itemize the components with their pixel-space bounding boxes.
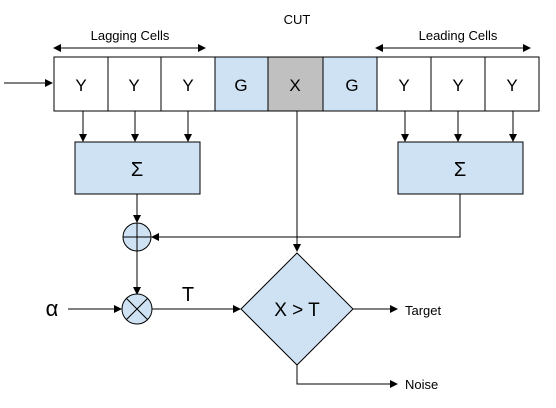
right-sum-to-adder-arrow (151, 194, 461, 241)
cell-label: G (345, 76, 358, 95)
leading-cells-label: Leading Cells (419, 28, 498, 43)
guard-cell-right (322, 56, 378, 112)
cell-row: Y Y Y G X G Y Y Y (53, 56, 540, 112)
cell-lagging-3 (160, 56, 216, 112)
cell-lagging-2 (107, 56, 162, 112)
cell-label: X (289, 76, 300, 95)
threshold-label: T (182, 284, 194, 306)
target-output-label: Target (405, 303, 442, 318)
multiplier-node (121, 293, 153, 325)
cell-label: Y (182, 76, 193, 95)
cell-label: Y (452, 76, 463, 95)
cell-label: Y (398, 76, 409, 95)
leading-sum-symbol: Σ (454, 159, 466, 181)
guard-cell-left (214, 56, 269, 112)
cell-under-test (267, 56, 324, 112)
cell-label: G (234, 76, 247, 95)
noise-output-label: Noise (405, 377, 438, 392)
cell-label: Y (75, 76, 86, 95)
lagging-cells-label: Lagging Cells (91, 28, 170, 43)
adder-node (122, 222, 152, 252)
cell-leading-3 (484, 56, 540, 112)
noise-output-arrow (296, 365, 398, 388)
cell-label: Y (506, 76, 517, 95)
leading-sum-block (397, 141, 524, 195)
cell-leading-2 (430, 56, 486, 112)
cut-label: CUT (284, 12, 311, 27)
comparator-label: X > T (274, 300, 320, 321)
cell-label: Y (128, 76, 139, 95)
alpha-label: α (46, 296, 59, 321)
lagging-sum-block (74, 141, 201, 195)
cell-lagging-1 (53, 56, 109, 112)
lagging-sum-symbol: Σ (131, 159, 143, 181)
